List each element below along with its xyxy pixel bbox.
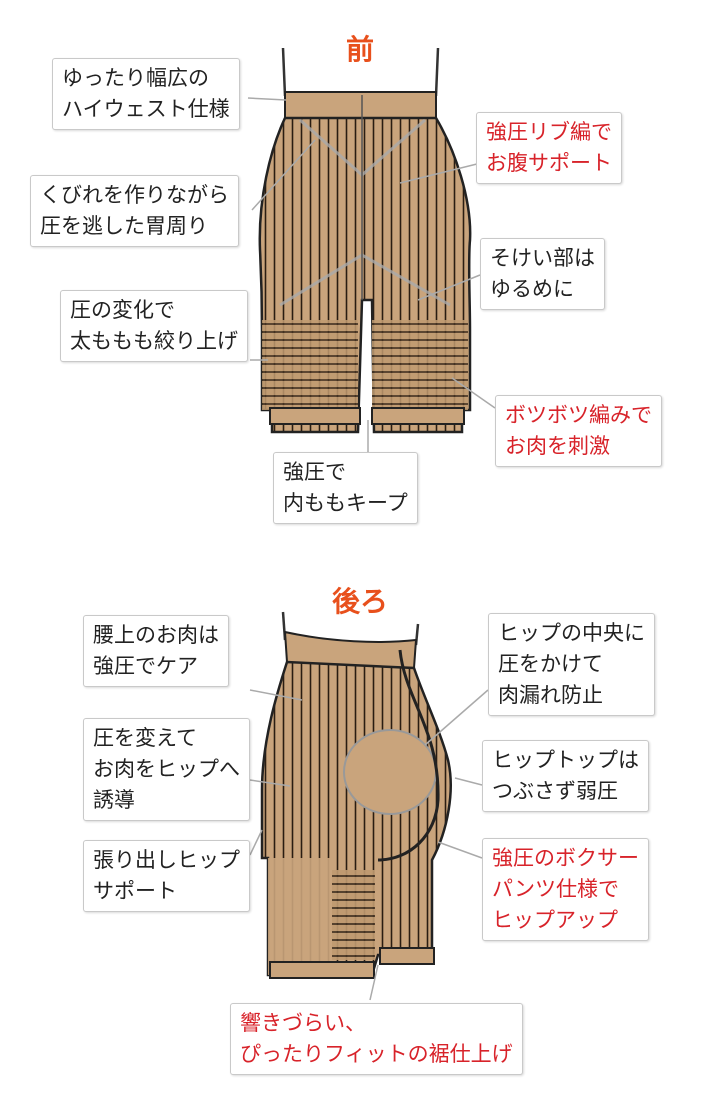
callout-lower-back: 腰上のお肉は 強圧でケア xyxy=(83,615,229,687)
callout-groin: そけい部は ゆるめに xyxy=(480,238,605,310)
callout-high-waist: ゆったり幅広の ハイウェスト仕様 xyxy=(52,58,240,130)
callout-hip-top: ヒップトップは つぶさず弱圧 xyxy=(482,740,649,812)
front-garment xyxy=(258,47,472,434)
callout-bumpy-knit: ボツボツ編みで お肉を刺激 xyxy=(495,395,662,467)
callout-thigh: 圧の変化で 太ももも絞り上げ xyxy=(60,290,248,362)
callout-guide-flesh: 圧を変えて お肉をヒップへ 誘導 xyxy=(83,718,250,821)
front-title: 前 xyxy=(345,33,374,66)
callout-boxer: 強圧のボクサー パンツ仕様で ヒップアップ xyxy=(482,838,649,941)
callout-hip-center: ヒップの中央に 圧をかけて 肉漏れ防止 xyxy=(488,613,655,716)
callout-pointers xyxy=(247,97,496,1001)
callout-inner-thigh: 強圧で 内ももキープ xyxy=(273,452,418,524)
back-title: 後ろ xyxy=(331,585,388,618)
callout-hip-support: 張り出しヒップ サポート xyxy=(83,840,250,912)
callout-hem: 響きづらい、 ぴったりフィットの裾仕上げ xyxy=(230,1003,523,1075)
back-garment xyxy=(260,611,452,979)
callout-waist-curve: くびれを作りながら 圧を逃した胃周り xyxy=(30,175,239,247)
callout-rib-tummy: 強圧リブ編で お腹サポート xyxy=(476,112,622,184)
